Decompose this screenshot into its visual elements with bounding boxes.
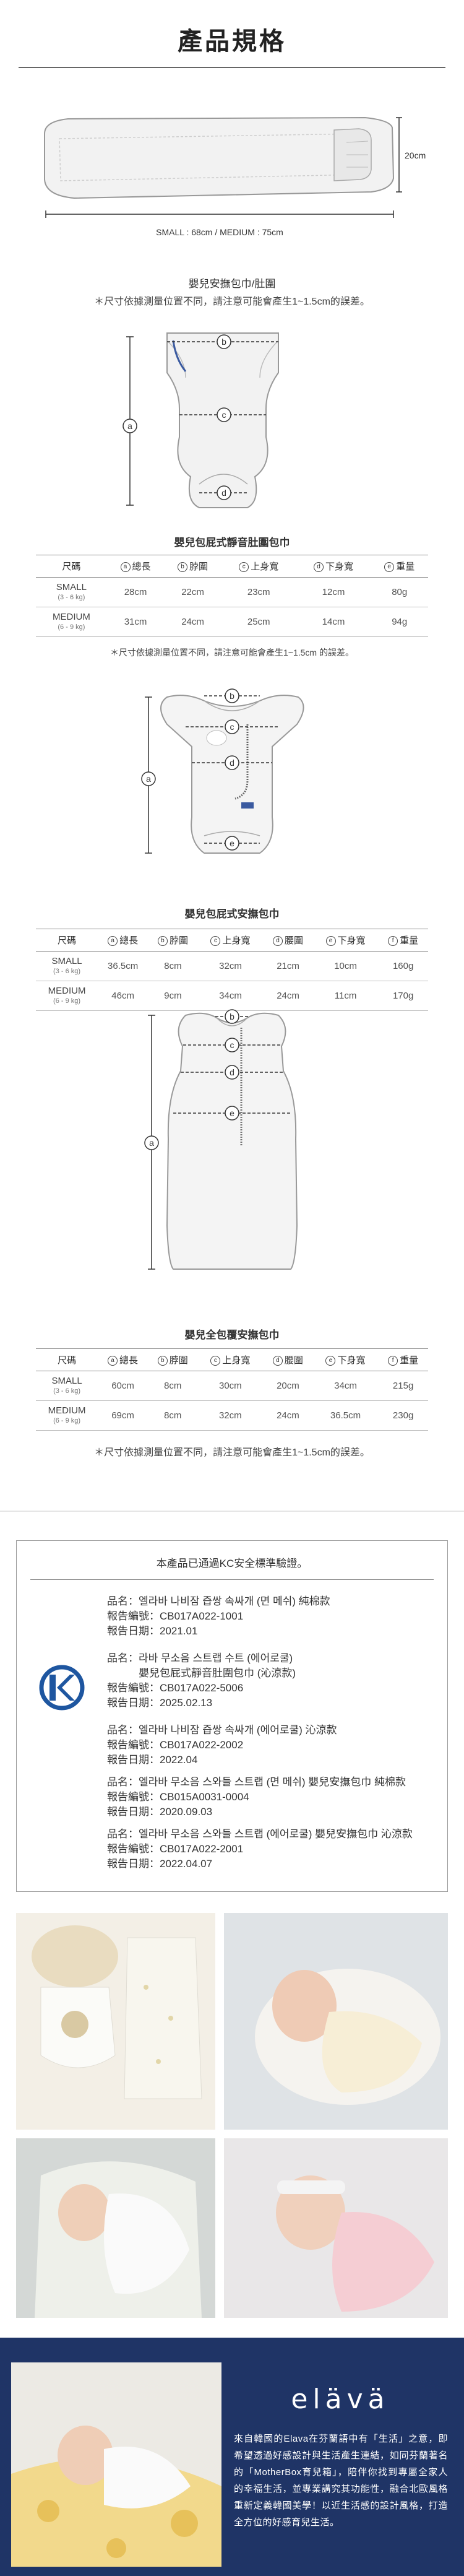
marker-d: d: [221, 488, 226, 498]
brand-photo: [11, 2362, 221, 2567]
marker-c: c: [222, 410, 226, 420]
kc-line: 品名：라바 무소음 스트랩 수트 (에어로쿨): [107, 1652, 293, 1664]
kc-logo-icon: KC: [39, 1665, 85, 1711]
baby-photo-swaddled: [16, 2138, 215, 2318]
kc-line: 嬰兒包屁式靜音肚圍包巾 (沁涼款): [107, 1667, 296, 1679]
full-wrap-diagram: a b c d e: [144, 1009, 298, 1270]
kc-line: 報告日期：2021.01: [107, 1625, 198, 1637]
svg-text:KC: KC: [61, 1690, 63, 1691]
marker-d: d: [230, 758, 234, 768]
bottom-wrap-caption: 嬰兒包屁式靜音肚圍包巾: [174, 537, 290, 549]
baby-photo-sleeping: [224, 1913, 448, 2130]
marker-a: a: [127, 421, 132, 431]
kc-divider: [30, 1579, 434, 1580]
marker-b: b: [221, 337, 226, 347]
kc-line: 報告日期：2022.04.07: [107, 1858, 213, 1870]
kc-report-list: 品名：엘라바 나비잠 즙쌍 속싸개 (면 메쉬) 純棉款 報告編號：CB017A…: [107, 1594, 435, 1871]
swaddle-diagram: a b c d e: [141, 688, 304, 854]
marker-b: b: [230, 1012, 234, 1021]
brand-description: 來自韓國的Elava在芬蘭語中有「生活」之意，即希望透過好感設計與生活產生連結，…: [234, 2434, 448, 2528]
full-wrap-caption: 嬰兒全包覆安撫包巾: [184, 1329, 280, 1341]
marker-e: e: [230, 1108, 234, 1118]
kc-line: 報告編號：CB017A022-5006: [107, 1682, 244, 1694]
kc-line: 報告日期：2022.04: [107, 1754, 198, 1766]
kc-line: 報告編號：CB017A022-2001: [107, 1843, 244, 1855]
belt-height-label: 20cm: [405, 150, 426, 160]
marker-c: c: [230, 1040, 234, 1050]
belt-diagram: 20cm SMALL : 68cm / MEDIUM : 75cm: [44, 116, 426, 237]
kc-line: 品名：엘라바 나비잠 즙쌍 속싸개 (에어로쿨) 沁涼款: [107, 1724, 337, 1736]
title-divider: [19, 67, 445, 68]
kc-line: 報告編號：CB015A0031-0004: [107, 1791, 249, 1803]
belt-note: ＊尺寸依據測量位置不同，請注意可能會產生1~1.5cm的誤差。: [94, 297, 370, 307]
kc-certification-box: 本產品已通過KC安全標準驗證。 KC 品名：엘라바 나비잠 즙쌍 속싸개 (면 …: [16, 1540, 448, 1892]
marker-a: a: [149, 1138, 154, 1148]
belt-caption: 嬰兒安撫包巾/肚圍: [188, 278, 276, 290]
kc-line: 品名：엘라바 무소음 스와들 스트랩 (에어로쿨) 嬰兒安撫包巾 沁涼款: [107, 1828, 413, 1840]
kc-title: 本產品已通過KC安全標準驗證。: [156, 1558, 308, 1569]
kc-line: 報告日期：2020.09.03: [107, 1806, 213, 1818]
brand-section: elävä 來自韓國的Elava在芬蘭語中有「生活」之意，即希望透過好感設計與生…: [0, 2338, 464, 2576]
marker-a: a: [146, 774, 151, 784]
kc-line: 品名：엘라바 무소음 스와들 스트랩 (면 메쉬) 嬰兒安撫包巾 純棉款: [107, 1776, 406, 1788]
baby-photo-pink-wrap: [224, 2138, 448, 2318]
kc-line: 報告編號：CB017A022-2002: [107, 1739, 244, 1751]
marker-d: d: [230, 1067, 234, 1077]
kc-line: 報告編號：CB017A022-1001: [107, 1610, 244, 1622]
marker-c: c: [230, 722, 234, 732]
col-size: 尺碼: [36, 555, 107, 578]
product-photo-flatlay: [16, 1913, 215, 2130]
kc-line: 報告日期：2025.02.13: [107, 1697, 213, 1709]
marker-b: b: [230, 691, 234, 701]
brand-logo: elävä: [291, 2383, 390, 2415]
kc-line: 品名：엘라바 나비잠 즙쌍 속싸개 (면 메쉬) 純棉款: [107, 1595, 330, 1607]
swaddle-caption: 嬰兒包屁式安撫包巾: [184, 908, 280, 920]
page-title: 產品規格: [178, 28, 286, 55]
bottom-wrap-note: ＊尺寸依據測量位置不同，請注意可能會產生1~1.5cm 的誤差。: [110, 648, 354, 657]
section-divider: [0, 1511, 464, 1512]
belt-length-label: SMALL : 68cm / MEDIUM : 75cm: [156, 227, 283, 237]
marker-e: e: [230, 838, 234, 848]
full-wrap-note: ＊尺寸依據測量位置不同，請注意可能會產生1~1.5cm的誤差。: [94, 1447, 370, 1458]
bottom-wrap-diagram: a b c d: [122, 332, 279, 508]
